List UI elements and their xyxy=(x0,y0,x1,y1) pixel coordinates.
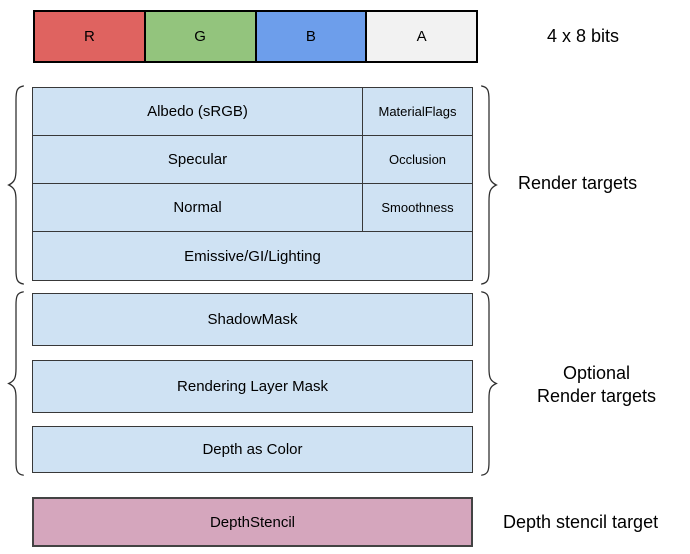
optional-render-targets-label: Optional Render targets xyxy=(503,293,690,477)
cell-albedo: Albedo (sRGB) xyxy=(33,88,363,135)
bit-cell-a: A xyxy=(365,12,476,61)
bit-cell-r: R xyxy=(35,12,144,61)
render-targets-label: Render targets xyxy=(518,173,638,193)
optional-box-depth-as-color: Depth as Color xyxy=(32,426,473,473)
table-row-normal: Normal Smoothness xyxy=(33,184,472,232)
cell-specular: Specular xyxy=(33,136,363,183)
depth-stencil-label: Depth stencil target xyxy=(503,511,659,532)
depth-stencil-box: DepthStencil xyxy=(32,497,473,547)
curly-brace-right-icon xyxy=(479,84,499,286)
render-targets-table: Albedo (sRGB) MaterialFlags Specular Occ… xyxy=(32,87,473,281)
curly-brace-left-icon xyxy=(6,290,26,477)
bit-cell-b: B xyxy=(254,12,366,61)
table-row-albedo: Albedo (sRGB) MaterialFlags xyxy=(33,88,472,136)
table-row-specular: Specular Occlusion xyxy=(33,136,472,184)
bit-cell-g: G xyxy=(143,12,255,61)
curly-brace-left-icon xyxy=(6,84,26,286)
optional-label-line1: Optional xyxy=(562,363,631,383)
cell-normal: Normal xyxy=(33,184,363,231)
optional-label-line2: Render targets xyxy=(536,386,657,406)
curly-brace-right-icon xyxy=(479,290,499,477)
cell-smoothness: Smoothness xyxy=(381,200,454,215)
optional-box-rendering-layer-mask: Rendering Layer Mask xyxy=(32,360,473,413)
table-row-emissive: Emissive/GI/Lighting xyxy=(33,232,472,280)
cell-occlusion: Occlusion xyxy=(388,152,447,167)
bits-caption: 4 x 8 bits xyxy=(547,26,620,46)
cell-emissive: Emissive/GI/Lighting xyxy=(184,247,321,265)
cell-materialflags: MaterialFlags xyxy=(378,104,457,119)
rgba-bits-strip: R G B A xyxy=(33,10,478,63)
optional-box-shadowmask: ShadowMask xyxy=(32,293,473,346)
